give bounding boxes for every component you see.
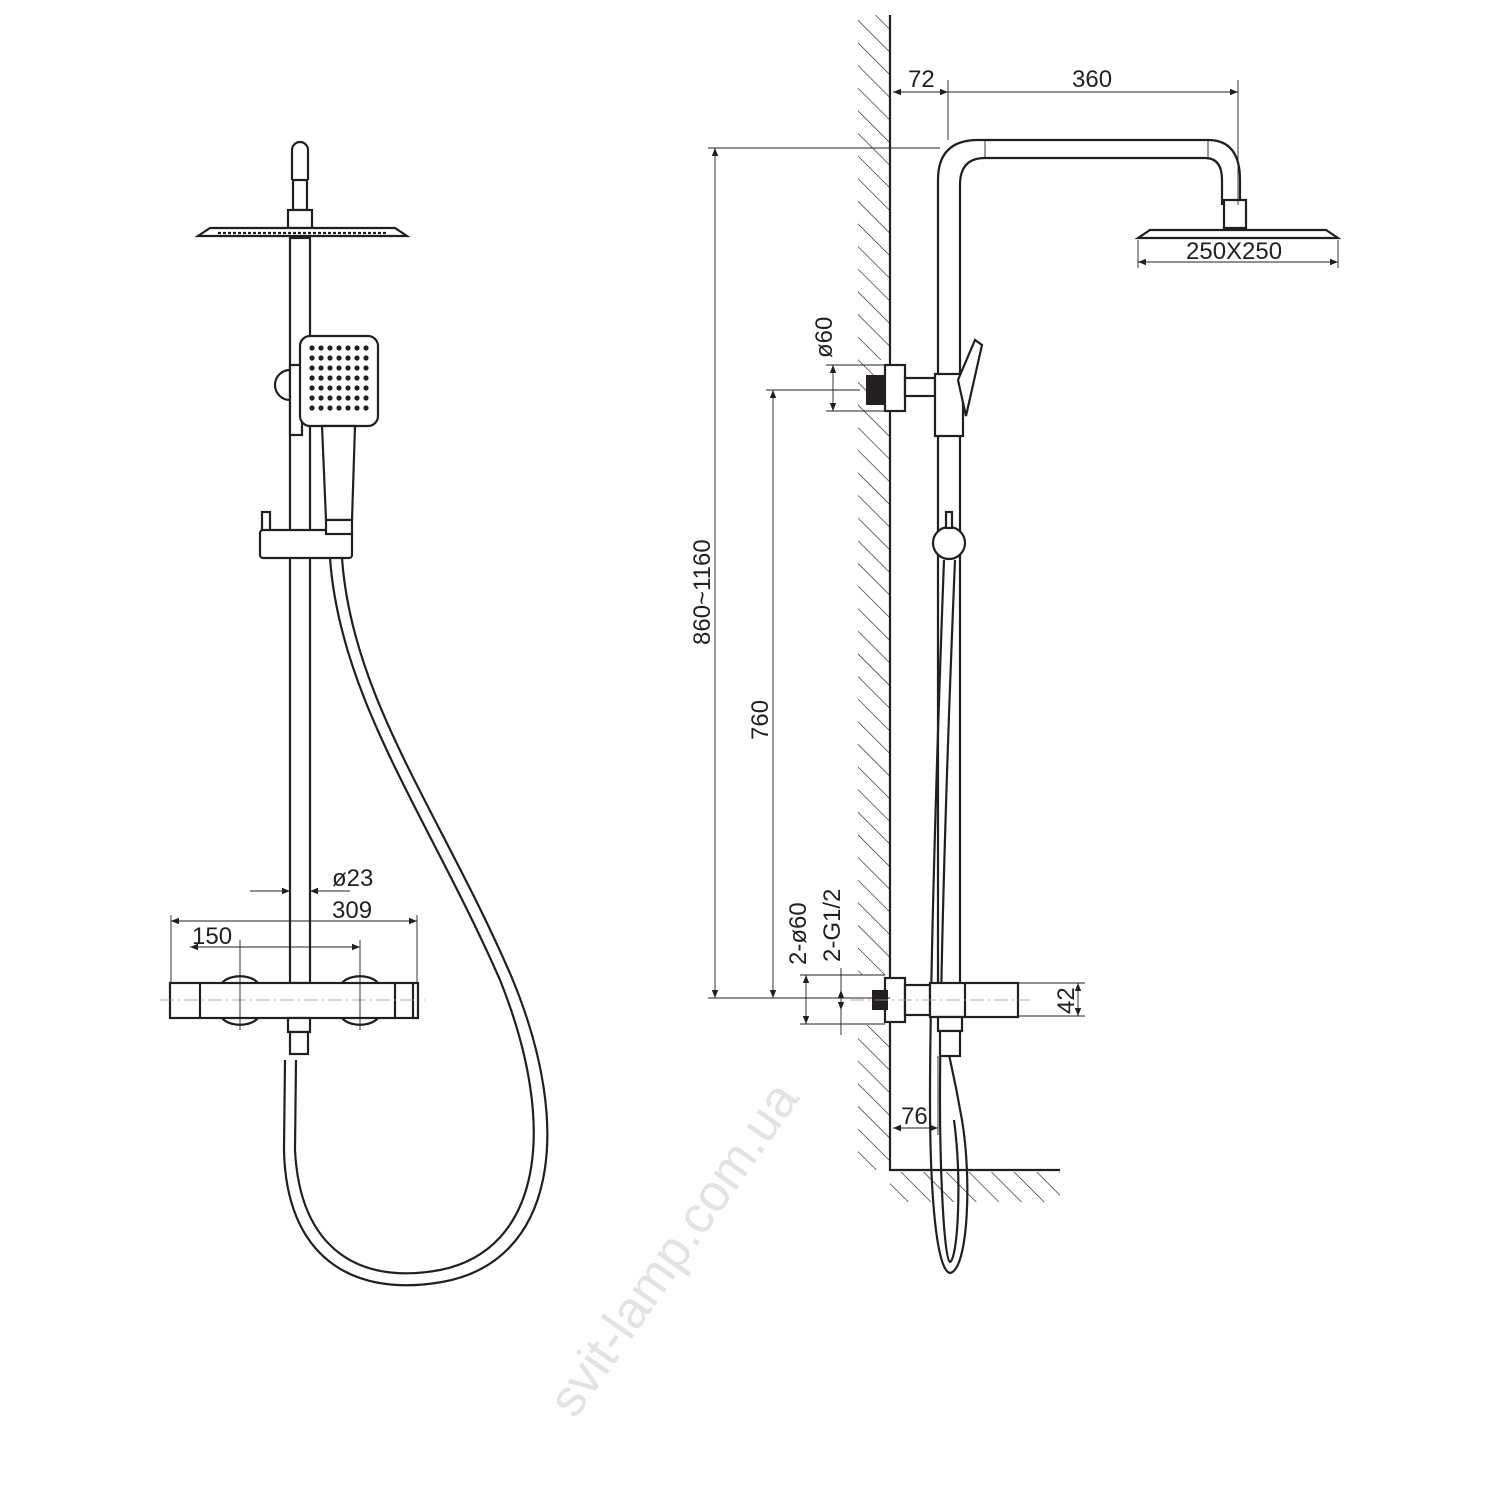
nozzle-dot [345,355,351,361]
dim-mixer-offset: 76 [901,1103,928,1130]
nozzle-dot [318,405,324,411]
nozzle-dot [345,365,351,371]
nozzle-dot [336,355,342,361]
slider-knob [931,525,967,561]
nozzle-grid [309,345,369,411]
nozzle-dot [345,385,351,391]
nozzle-dot [336,365,342,371]
dim-height-range: 860~1160 [689,539,716,645]
nozzle-dot [336,375,342,381]
side-rain-head [1134,228,1342,240]
nozzle-dot [327,355,333,361]
nozzle-dot [354,365,360,371]
nozzle-dot [309,375,315,381]
nozzle-dot [354,395,360,401]
side-hose [928,559,969,1275]
hand-shower-handle [320,424,357,522]
nozzle-dot [336,395,342,401]
nozzle-dot [327,385,333,391]
nozzle-dot [318,345,324,351]
nozzle-dot [363,375,369,381]
slider [258,528,354,560]
nozzle-dot [354,405,360,411]
nozzle-dot [309,385,315,391]
dim-bracket-diameter: ø60 [811,317,838,358]
nozzle-dot [354,355,360,361]
hose [293,557,535,1275]
nozzle-dot [336,345,342,351]
nozzle-dot [345,405,351,411]
nozzle-dot [363,395,369,401]
dim-inlet-covers: 2-ø60 [785,902,812,965]
thermostatic-mixer [168,981,420,1020]
dim-inlet-spacing: 150 [192,923,232,950]
nozzle-dot [309,355,315,361]
floor-hatching [890,1172,1060,1202]
nozzle-dot [345,345,351,351]
top-arm [290,140,310,180]
nozzle-dot [327,375,333,381]
nozzle-dot [363,385,369,391]
nozzle-dot [336,385,342,391]
nozzle-dot [345,395,351,401]
head-connector [291,178,309,212]
nozzle-dot [327,345,333,351]
nozzle-dot [363,345,369,351]
side-hand-shower [956,338,984,417]
nozzle-dot [363,365,369,371]
nozzle-dot [327,365,333,371]
nozzle-dot [336,405,342,411]
nozzle-dot [318,385,324,391]
dim-pipe-diameter: ø23 [332,865,373,892]
dim-inlet-thread: 2-G1/2 [819,889,846,962]
dim-arm-length: 360 [1072,66,1112,93]
dim-head-size: 250X250 [1186,238,1282,265]
nozzle-dot [309,395,315,401]
dim-overall-width: 309 [332,897,372,924]
nozzle-dot [309,405,315,411]
dim-mixer-height: 42 [1053,987,1080,1014]
nozzle-dot [327,395,333,401]
nozzle-dot [318,365,324,371]
nozzle-dot [309,345,315,351]
nozzle-dot [309,365,315,371]
nozzle-dot [327,405,333,411]
dim-wall-offset: 72 [908,66,935,93]
nozzle-dot [318,395,324,401]
nozzle-dot [363,405,369,411]
nozzle-dot [363,355,369,361]
nozzle-dot [354,375,360,381]
shower-arm [936,138,1242,985]
nozzle-dot [345,375,351,381]
side-view: 72 360 250X250 860~1160 760 ø60 2-ø60 2-… [689,15,1342,1275]
nozzle-dot [318,375,324,381]
nozzle-dot [318,355,324,361]
nozzle-dot [354,385,360,391]
watermark: svit-lamp.com.ua [537,1072,810,1427]
dim-bracket-height: 760 [747,700,774,740]
nozzle-dot [354,345,360,351]
front-view: ø23 309 150 [160,140,549,1287]
